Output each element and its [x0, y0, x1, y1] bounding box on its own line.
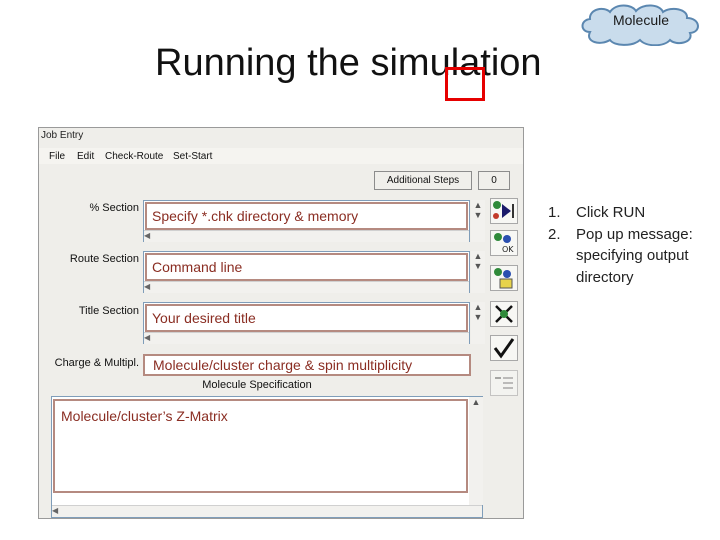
additional-steps-button[interactable]: Additional Steps [374, 171, 472, 190]
check-icon[interactable] [490, 335, 518, 361]
menu-bar: File Edit Check-Route Set-Start [39, 148, 523, 164]
molecule-spec-field[interactable]: ◀ ▲ [51, 396, 483, 518]
instruction-item: 1. Click RUN [548, 202, 713, 224]
edit-icon[interactable] [490, 265, 518, 291]
run-button-highlight [445, 67, 485, 101]
cloud-badge [581, 4, 699, 46]
route-section-hscroll[interactable]: ◀ [144, 281, 469, 293]
svg-text:OK: OK [502, 245, 514, 254]
title-section-vscroll[interactable]: ▲▼ [471, 302, 485, 344]
route-section-label: Route Section [69, 253, 139, 265]
charge-section-annotation: Molecule/cluster charge & spin multiplic… [153, 357, 413, 373]
cloud-badge-label: Molecule [612, 12, 670, 28]
menu-check-route[interactable]: Check-Route [105, 151, 164, 162]
molecule-spec-hscroll[interactable]: ◀ [52, 505, 482, 517]
instruction-text: Pop up message: specifying output direct… [576, 225, 693, 286]
percent-section-annotation: Specify *.chk directory & memory [152, 208, 359, 224]
title-section-field[interactable]: ◀ [143, 302, 470, 344]
molecule-spec-input[interactable] [53, 399, 468, 493]
title-section-annotation: Your desired title [152, 310, 256, 326]
list-icon[interactable] [490, 370, 518, 396]
route-section-field[interactable]: ◀ [143, 251, 470, 293]
molecule-spec-annotation: Molecule/cluster’s Z-Matrix [61, 408, 228, 424]
charge-section-label: Charge & Multipl. [54, 357, 139, 369]
instruction-number: 1. [548, 204, 561, 221]
route-section-vscroll[interactable]: ▲▼ [471, 251, 485, 293]
slide-title: Running the simulation [155, 42, 542, 84]
percent-section-field[interactable]: ◀ [143, 200, 470, 242]
instruction-text: Click RUN [576, 204, 646, 221]
percent-section-hscroll[interactable]: ◀ [144, 230, 469, 242]
menu-file[interactable]: File [49, 151, 66, 162]
instruction-number: 2. [548, 225, 561, 243]
molecule-spec-label: Molecule Specification [202, 379, 312, 391]
title-section-hscroll[interactable]: ◀ [144, 332, 469, 344]
cancel-icon[interactable] [490, 301, 518, 327]
title-section-label: Title Section [78, 305, 139, 317]
window-title: Job Entry [41, 130, 84, 141]
instruction-item: 2. Pop up message: specifying output dir… [548, 224, 713, 289]
menu-edit[interactable]: Edit [77, 151, 95, 162]
percent-section-input[interactable] [145, 202, 468, 230]
run-icon[interactable] [490, 198, 518, 224]
molecule-spec-vscroll[interactable]: ▲ [469, 397, 483, 505]
menu-set-start[interactable]: Set-Start [173, 151, 213, 162]
job-entry-window: Job Entry File Edit Check-Route Set-Star… [38, 127, 524, 519]
route-section-annotation: Command line [152, 259, 243, 275]
ok-icon[interactable]: OK [490, 230, 518, 256]
title-section-input[interactable] [145, 304, 468, 332]
step-counter: 0 [478, 171, 510, 190]
instruction-list: 1. Click RUN 2. Pop up message: specifyi… [548, 202, 713, 288]
percent-section-label: % Section [89, 202, 139, 214]
charge-multiplicity-input[interactable] [143, 354, 471, 376]
route-section-input[interactable] [145, 253, 468, 281]
percent-section-vscroll[interactable]: ▲▼ [471, 200, 485, 242]
